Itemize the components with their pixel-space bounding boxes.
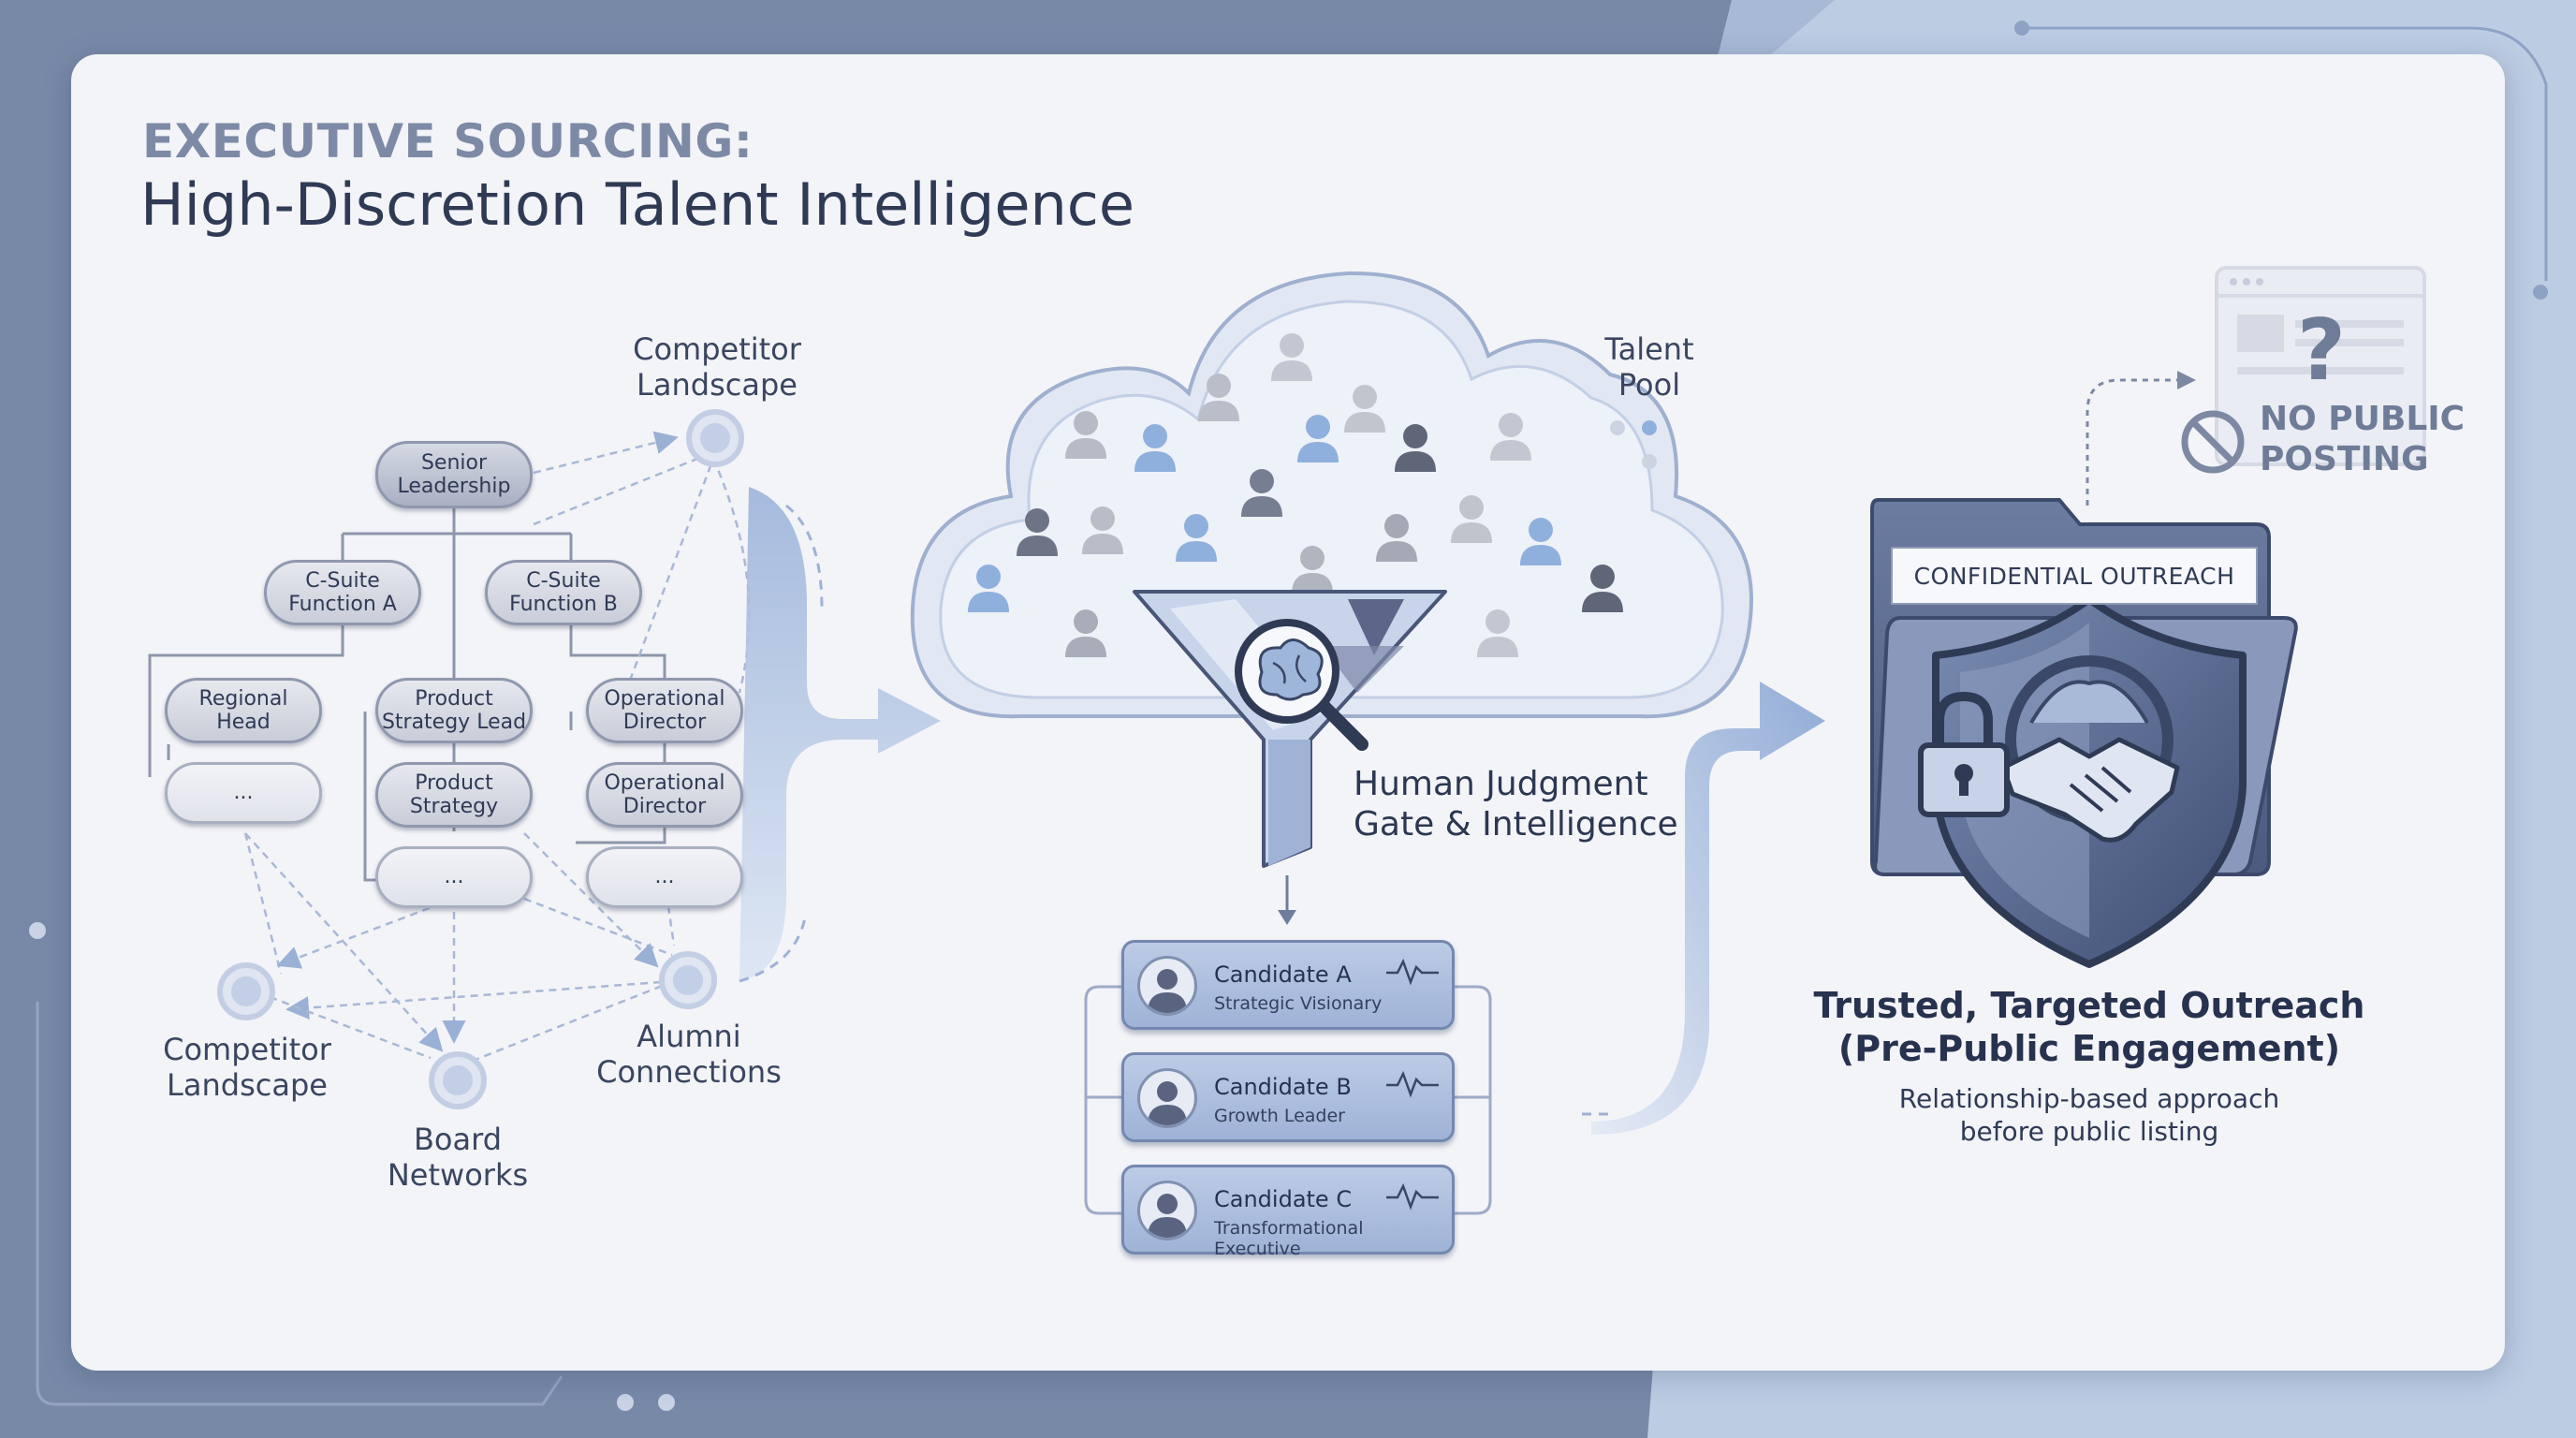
lock-icon xyxy=(1918,691,2010,817)
talent-cloud xyxy=(910,271,1753,719)
flow-arrow-right xyxy=(1582,682,1825,1135)
candidate-card-b[interactable]: Candidate B Growth Leader xyxy=(1121,1052,1455,1142)
candidate-bracket xyxy=(1084,985,1492,1215)
node-ellipsis-2: ... xyxy=(375,846,533,908)
flow-arrow-left xyxy=(739,487,941,983)
node-ellipsis-3: ... xyxy=(586,846,743,908)
page-title: High-Discretion Talent Intelligence xyxy=(140,170,1134,239)
candidate-card-a[interactable]: Candidate A Strategic Visionary xyxy=(1121,940,1455,1030)
pulse-icon xyxy=(1386,1070,1439,1098)
node-product-strategy: Product Strategy xyxy=(375,762,533,828)
title-category: EXECUTIVE SOURCING: xyxy=(142,114,754,169)
label-competitor-landscape-left: Competitor Landscape xyxy=(163,1032,331,1104)
outreach-subtitle: Relationship-based approach before publi… xyxy=(1898,1083,2280,1147)
node-ellipsis-1: ... xyxy=(165,762,322,824)
network-lines xyxy=(243,431,751,1064)
node-operational-director-1: Operational Director xyxy=(586,678,743,743)
no-entry-icon xyxy=(2181,410,2245,474)
node-csuite-function-b: C-Suite Function B xyxy=(485,560,642,625)
label-board-networks: Board Networks xyxy=(387,1122,529,1194)
down-arrow xyxy=(1278,875,1296,925)
candidate-role: Transformational Executive xyxy=(1214,1218,1364,1259)
label-talent-pool: Talent Pool xyxy=(1604,331,1694,404)
label-human-judgment-gate: Human Judgment Gate & Intelligence xyxy=(1354,765,1678,844)
pulse-icon xyxy=(1386,958,1439,986)
handshake-icon xyxy=(2000,737,2180,843)
avatar xyxy=(1137,1068,1197,1128)
node-operational-director-2: Operational Director xyxy=(586,762,743,828)
outreach-title: Trusted, Targeted Outreach (Pre-Public E… xyxy=(1813,985,2365,1069)
candidate-role: Growth Leader xyxy=(1214,1106,1345,1126)
source-nodes xyxy=(217,409,744,1109)
avatar xyxy=(1137,1181,1197,1240)
candidate-name: Candidate C xyxy=(1214,1186,1353,1212)
pulse-icon xyxy=(1386,1182,1439,1211)
candidate-name: Candidate A xyxy=(1214,961,1352,988)
browser-window-icon xyxy=(2215,266,2426,466)
candidate-role: Strategic Visionary xyxy=(1214,993,1383,1014)
candidate-card-c[interactable]: Candidate C Transformational Executive xyxy=(1121,1165,1455,1259)
label-competitor-landscape-top: Competitor Landscape xyxy=(633,331,801,404)
posting-dashed-arrow xyxy=(2086,378,2181,506)
avatar xyxy=(1137,956,1197,1016)
no-public-posting-label: NO PUBLIC POSTING xyxy=(2260,400,2466,479)
node-regional-head: Regional Head xyxy=(165,678,322,743)
people-in-cloud xyxy=(968,333,1657,657)
brain-magnifier-icon xyxy=(1235,619,1368,751)
node-csuite-function-a: C-Suite Function A xyxy=(264,560,421,625)
candidate-name: Candidate B xyxy=(1214,1074,1352,1100)
confidential-outreach-label: CONFIDENTIAL OUTREACH xyxy=(1891,547,2258,605)
node-senior-leadership: Senior Leadership xyxy=(375,441,533,508)
question-mark-icon: ? xyxy=(2297,301,2346,400)
node-product-strategy-lead: Product Strategy Lead xyxy=(375,678,533,743)
label-alumni-connections: Alumni Connections xyxy=(596,1019,782,1091)
